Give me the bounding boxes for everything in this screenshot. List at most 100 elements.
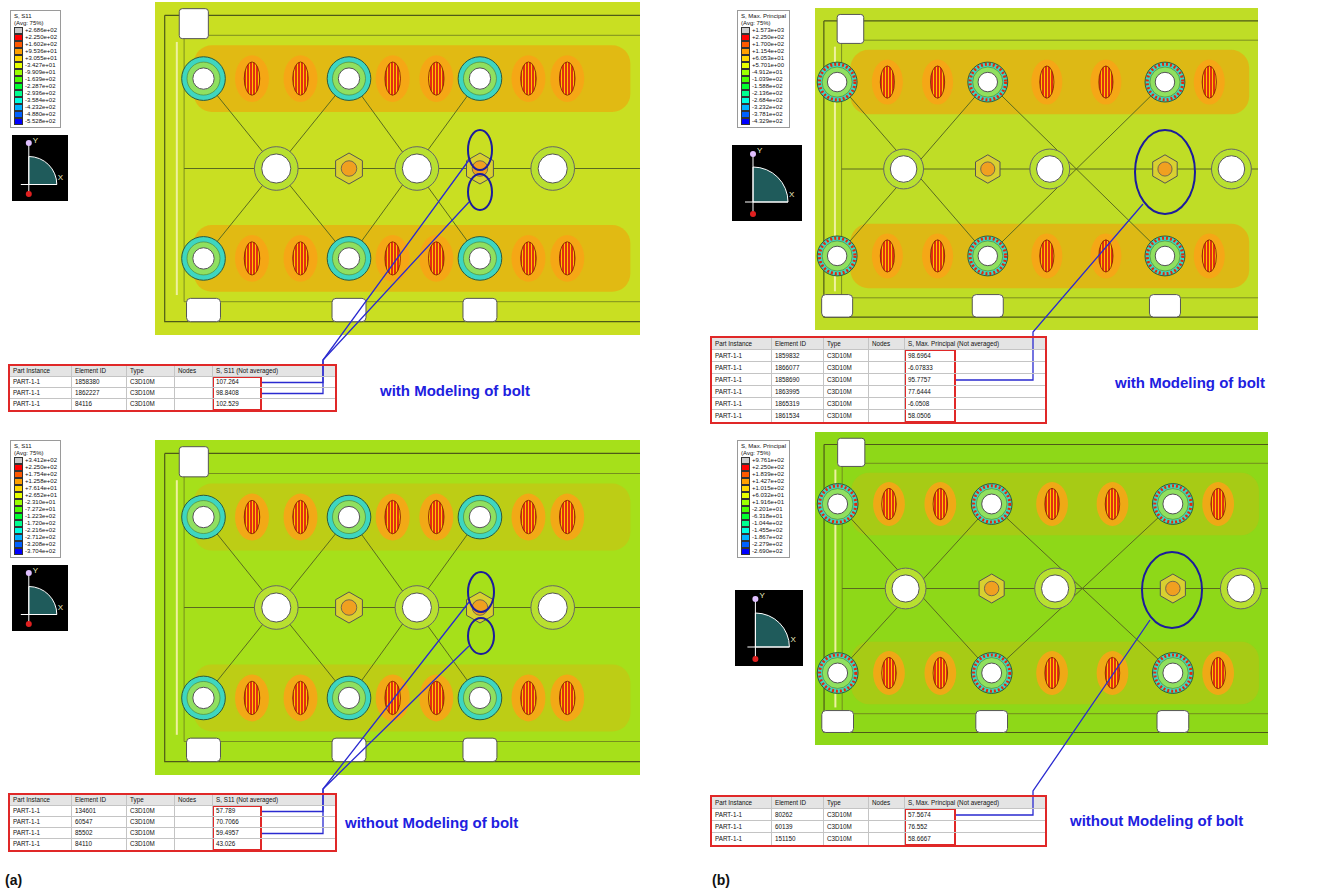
legend-row: -2.684e+02 bbox=[741, 97, 786, 104]
legend-title: S, Max. Principal bbox=[741, 13, 786, 20]
bolt-hole bbox=[827, 72, 846, 91]
panel-caption: without Modeling of bolt bbox=[1070, 812, 1243, 830]
legend-value: -2.216e+02 bbox=[25, 527, 56, 534]
rib-lines bbox=[837, 82, 1258, 256]
table-cell: -6.0508 bbox=[905, 398, 1045, 410]
legend-row: +9.761e+02 bbox=[741, 457, 786, 464]
through-hole bbox=[890, 156, 917, 183]
legend-swatch bbox=[741, 69, 750, 76]
legend-row: +1.754e+02 bbox=[14, 471, 57, 478]
bolt-ring bbox=[973, 241, 1003, 271]
valve-halo bbox=[284, 675, 318, 722]
valve-halo bbox=[550, 494, 584, 541]
bolt-boss bbox=[327, 57, 371, 101]
stress-band bbox=[850, 50, 1249, 114]
cutout bbox=[822, 711, 854, 733]
valve-halo bbox=[419, 675, 453, 722]
valve-seat bbox=[429, 242, 445, 275]
legend-value: -1.639e+02 bbox=[25, 76, 56, 83]
table-cell: 1866077 bbox=[772, 362, 824, 374]
legend-row: +6.032e+01 bbox=[741, 492, 786, 499]
cutout bbox=[837, 14, 864, 43]
plot-ground bbox=[155, 440, 640, 775]
contour-plot bbox=[155, 2, 640, 335]
triad-box bbox=[735, 590, 803, 666]
table-value: C3D10M bbox=[824, 398, 868, 409]
table-value: 57.789 bbox=[213, 806, 335, 816]
table-cell bbox=[175, 839, 213, 850]
bolt-boss bbox=[458, 57, 502, 101]
boss-ring bbox=[884, 149, 924, 189]
bolt-stress-ring bbox=[974, 486, 1010, 522]
spark-plug-hex bbox=[1153, 155, 1178, 183]
table-cell: 1862227 bbox=[72, 388, 127, 399]
table-value: 1859832 bbox=[772, 350, 823, 361]
valve-halo bbox=[1090, 60, 1121, 105]
table-cell: 84110 bbox=[72, 839, 127, 850]
legend-swatch bbox=[14, 527, 23, 534]
leader-line bbox=[956, 204, 1143, 380]
legend-value: -3.427e+01 bbox=[25, 62, 56, 69]
table-cell: C3D10M bbox=[824, 833, 869, 845]
legend-swatch bbox=[741, 83, 750, 90]
bolt-hole bbox=[193, 248, 214, 269]
table-value: 70.7066 bbox=[213, 817, 335, 827]
table-cell: 59.4957 bbox=[213, 828, 335, 839]
bolt-ring bbox=[822, 658, 853, 689]
table-cell bbox=[869, 833, 905, 845]
valve-halo bbox=[511, 235, 545, 282]
legend-value: -4.912e+01 bbox=[752, 69, 783, 76]
valve-halo bbox=[511, 55, 545, 102]
legend-row: -1.720e+02 bbox=[14, 520, 57, 527]
panel-caption: with Modeling of bolt bbox=[380, 382, 530, 400]
spark-plug-hex bbox=[976, 155, 1001, 183]
casting-edge bbox=[165, 15, 640, 321]
legend-swatch bbox=[14, 55, 23, 62]
legend-row: +1.839e+02 bbox=[741, 471, 786, 478]
valve-halo bbox=[922, 60, 953, 105]
valve-halo bbox=[376, 494, 410, 541]
spark-plug-hex bbox=[979, 574, 1004, 603]
table-cell: C3D10M bbox=[127, 377, 175, 388]
column-header: S, Max. Principal (Not averaged) bbox=[905, 797, 1045, 808]
valve-seat bbox=[930, 66, 944, 98]
cutout bbox=[1157, 711, 1189, 733]
bolt-boss bbox=[458, 237, 502, 281]
table-value: 77.6444 bbox=[905, 386, 1045, 397]
bolt-stress-ring bbox=[820, 655, 856, 691]
table-value: PART-1-1 bbox=[712, 374, 771, 385]
valve-halo bbox=[1036, 482, 1068, 526]
bolt-boss bbox=[1152, 484, 1193, 525]
legend-swatch bbox=[741, 48, 750, 55]
table-value: PART-1-1 bbox=[10, 806, 71, 816]
table-cell: PART-1-1 bbox=[10, 817, 72, 828]
table-cell bbox=[869, 410, 905, 422]
legend-value: +1.573e+03 bbox=[752, 27, 784, 34]
table-cell: PART-1-1 bbox=[712, 374, 772, 386]
legend-swatch bbox=[741, 97, 750, 104]
table-value: PART-1-1 bbox=[10, 377, 71, 387]
table-cell: 80262 bbox=[772, 809, 824, 821]
legend-value: +1.754e+02 bbox=[25, 471, 57, 478]
view-triad bbox=[732, 145, 802, 221]
valve-seat bbox=[244, 62, 260, 95]
table-header-cell: S, Max. Principal (Not averaged) bbox=[905, 797, 1045, 809]
highlight-ellipse bbox=[468, 130, 492, 170]
legend-swatch bbox=[741, 499, 750, 506]
valve-halo bbox=[924, 651, 956, 695]
legend-row: +2.250e+02 bbox=[741, 34, 786, 41]
table-cell: 107.264 bbox=[213, 377, 335, 388]
legend-value: +1.839e+02 bbox=[752, 471, 784, 478]
legend-value: -3.584e+02 bbox=[25, 97, 56, 104]
legend-value: -2.136e+02 bbox=[752, 90, 783, 97]
stress-band bbox=[194, 225, 631, 292]
axis-label: Y bbox=[759, 591, 764, 600]
table-header-fill bbox=[10, 795, 335, 806]
cutout bbox=[187, 738, 221, 761]
table-cell bbox=[869, 386, 905, 398]
table-cell: PART-1-1 bbox=[712, 410, 772, 422]
legend-swatch bbox=[741, 513, 750, 520]
table-value: C3D10M bbox=[127, 399, 174, 409]
casting-edge bbox=[824, 445, 1268, 733]
boss-ring bbox=[1220, 568, 1261, 609]
